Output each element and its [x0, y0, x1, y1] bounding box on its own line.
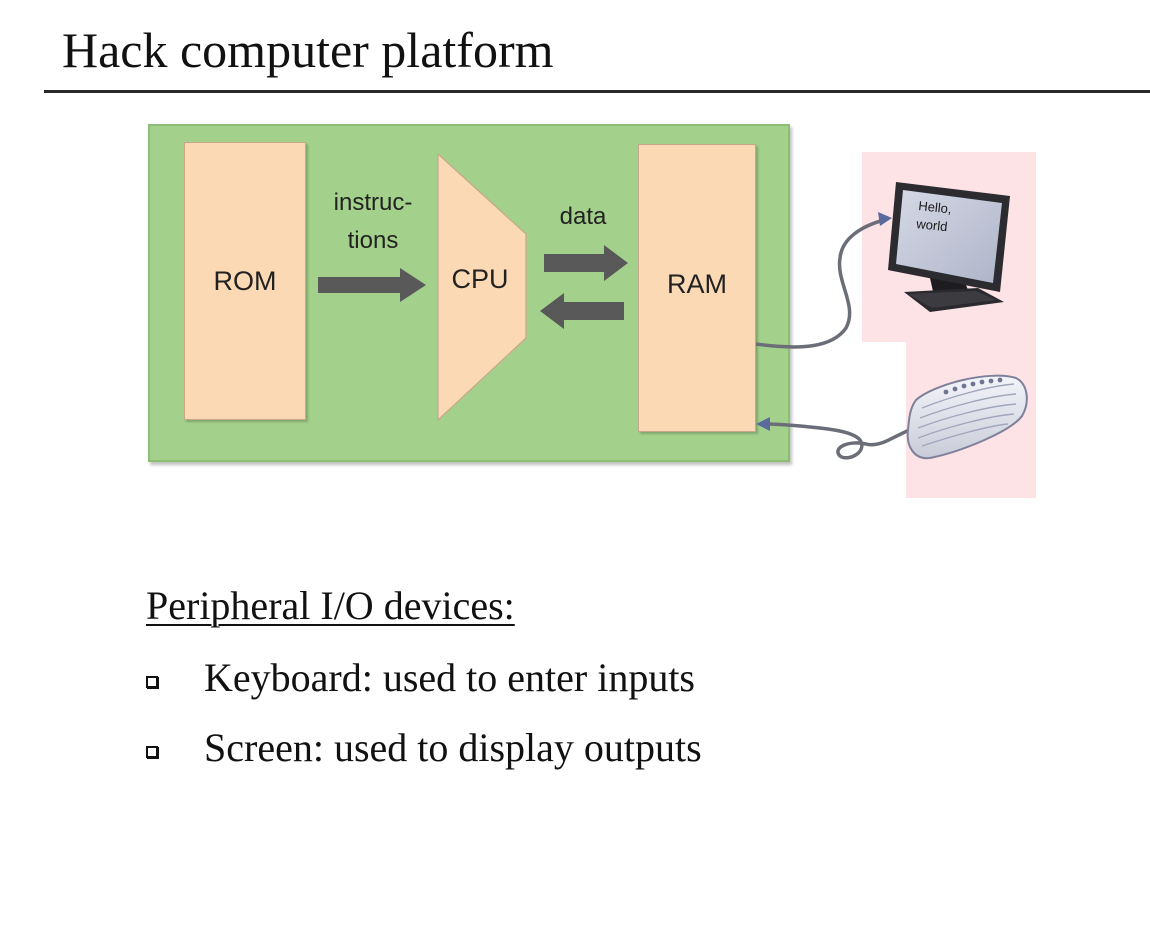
cpu-block [437, 152, 527, 422]
title-divider [44, 90, 1150, 93]
keyboard-cable-arrowhead [756, 417, 770, 431]
screen-text-line2: world [915, 216, 948, 234]
screen-cable-arrowhead [878, 212, 892, 226]
screen-cable [755, 218, 885, 349]
instructions-label-line1: instruc- [333, 189, 413, 216]
data-out-arrow [544, 245, 628, 281]
data-label: data [559, 203, 607, 230]
bullet-icon [146, 746, 158, 758]
peripherals-heading: Peripheral I/O devices: [146, 583, 515, 628]
rom-block: ROM [184, 142, 306, 420]
screen-text-line1: Hello, [918, 198, 953, 216]
ram-label: RAM [667, 268, 727, 299]
ram-block: RAM [638, 144, 756, 432]
instructions-label-line2: tions [347, 227, 399, 254]
list-item-text: Screen: used to display outputs [204, 725, 702, 770]
list-item-text: Keyboard: used to enter inputs [204, 655, 695, 700]
list-item: Keyboard: used to enter inputs [146, 652, 695, 704]
keyboard-icon [906, 374, 1028, 460]
keyboard-cable [765, 422, 919, 460]
rom-label: ROM [213, 265, 277, 296]
list-item: Screen: used to display outputs [146, 722, 702, 774]
instructions-arrow [318, 268, 426, 302]
data-in-arrow [540, 293, 624, 329]
monitor-icon: Hello, world [888, 182, 1010, 312]
cpu-label: CPU [451, 264, 509, 294]
bullet-icon [146, 676, 158, 688]
slide-title: Hack computer platform [62, 22, 554, 78]
